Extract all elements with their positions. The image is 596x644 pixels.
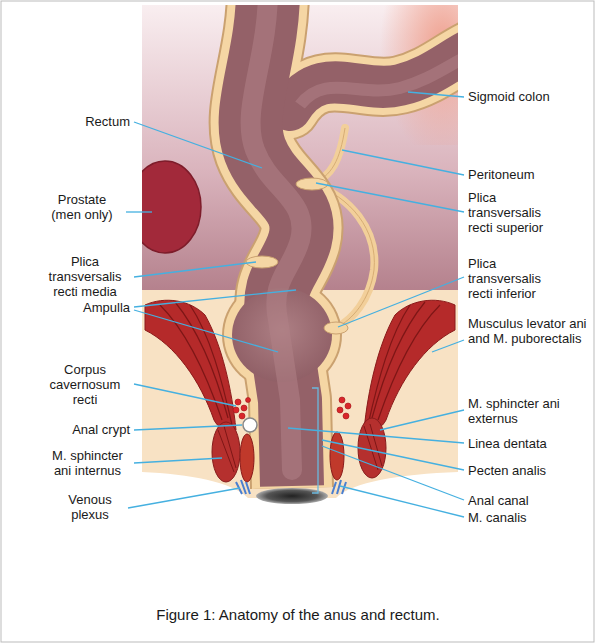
part-label: Peritoneum [468, 167, 590, 182]
leader-line [134, 310, 278, 352]
leader-line [128, 488, 240, 508]
anal-crypt [243, 418, 257, 432]
part-label: M. canalis [468, 510, 590, 525]
part-label: Musculus levator ani and M. puborectalis [468, 316, 590, 346]
lumen-highlight [251, 5, 302, 470]
sigmoid-wall-edge [290, 50, 458, 110]
vessel-dot [343, 413, 349, 419]
leader-line [134, 425, 242, 430]
leader-line [134, 262, 256, 277]
vessel-dot [235, 399, 241, 405]
part-label: Prostate (men only) [42, 192, 122, 222]
part-label: Linea dentata [468, 436, 590, 451]
part-label: Plica transversalis recti media [40, 254, 130, 299]
leader-line [134, 122, 262, 168]
leader-line [380, 410, 464, 430]
leader-line [408, 92, 464, 97]
leader-line [322, 440, 464, 470]
part-label: Ampulla [2, 300, 130, 315]
vessel-dot [339, 397, 345, 403]
part-label: Rectum [2, 114, 130, 129]
vessel-dot [241, 405, 247, 411]
vessel-dot [233, 407, 239, 413]
part-label: Pecten analis [468, 463, 590, 478]
leader-line [340, 486, 464, 517]
leader-line [338, 277, 464, 327]
levator-ani-muscle [364, 300, 455, 430]
leader-line [316, 183, 464, 212]
part-label: M. sphincter ani internus [45, 448, 130, 478]
sigmoid-wall [290, 50, 458, 110]
part-label: Sigmoid colon [468, 89, 590, 104]
leader-line [288, 428, 464, 443]
leader-line [342, 150, 464, 175]
part-label: Plica transversalis recti superior [468, 190, 568, 235]
levator-ani-muscle [145, 300, 236, 430]
leader-line [134, 458, 222, 463]
vessel-dot [337, 407, 343, 413]
part-label: Corpus cavernosum recti [40, 362, 130, 407]
lumen-highlight [300, 55, 458, 105]
corpus-cavernosum [233, 397, 351, 419]
leader-line [134, 384, 236, 406]
pecten-bracket [312, 388, 318, 493]
leader-line [322, 446, 464, 500]
anal-opening [256, 488, 328, 504]
part-label: Plica transversalis recti inferior [468, 256, 568, 301]
leader-line [134, 290, 296, 307]
leader-lines [126, 92, 464, 517]
muscle-fibres [368, 302, 440, 425]
vessel-dot [246, 398, 251, 403]
leader-line [432, 340, 464, 352]
part-label: Anal crypt [2, 422, 130, 437]
rectum-lumen [251, 5, 302, 486]
part-label: Anal canal [468, 493, 590, 508]
internal-sphincter [240, 434, 254, 482]
sigmoid-lumen [290, 50, 458, 110]
internal-sphincter [330, 432, 344, 480]
vessel-dot [239, 413, 245, 419]
prostate-shape [142, 161, 201, 253]
part-label: M. sphincter ani externus [468, 396, 590, 426]
vessel-dot [345, 403, 351, 409]
figure-caption: Figure 1: Anatomy of the anus and rectum… [0, 606, 596, 623]
leader-line [126, 211, 152, 212]
part-label: Venous plexus [55, 492, 125, 522]
